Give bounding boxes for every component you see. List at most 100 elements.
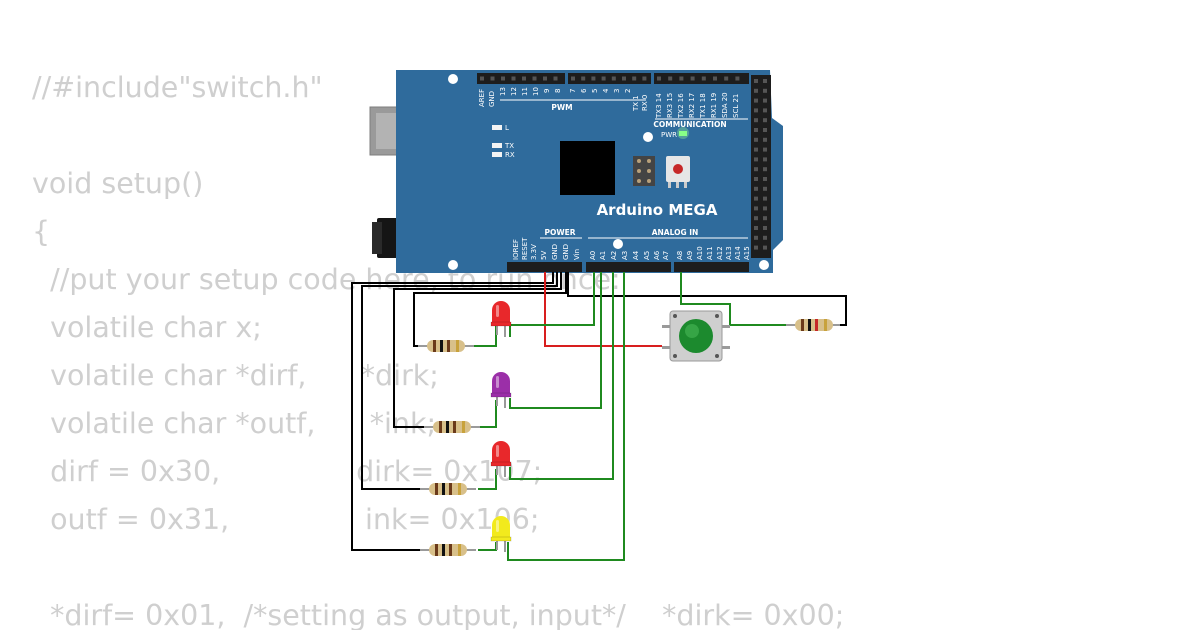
reset-button-cap[interactable] <box>673 164 683 174</box>
header-pin <box>501 76 505 81</box>
ground-wire[interactable] <box>393 272 562 428</box>
header-pin <box>543 76 547 81</box>
pin-label: A0 <box>589 251 597 260</box>
analog-in-label: ANALOG IN <box>652 228 699 237</box>
led-body <box>492 441 510 465</box>
resistor-band <box>447 340 450 352</box>
header-pin <box>632 76 637 81</box>
pwm-label: PWM <box>551 103 572 112</box>
header-pin <box>754 235 758 240</box>
push-button[interactable] <box>662 310 730 362</box>
header-pin <box>763 177 767 181</box>
rx-led <box>492 152 502 157</box>
tx-led-label: TX <box>504 142 514 150</box>
header-pin <box>754 118 758 123</box>
led-rim <box>490 392 512 398</box>
icsp-pin <box>647 169 651 173</box>
button-leg <box>720 325 730 328</box>
l-led-label: L <box>505 124 509 132</box>
resistor-5[interactable] <box>786 319 840 331</box>
pin-label: RX 0 <box>641 95 649 111</box>
header-pin <box>763 196 767 201</box>
header-pins <box>480 76 767 269</box>
pwr-led <box>679 131 687 136</box>
led-resistor-wire[interactable] <box>478 542 497 551</box>
led-resistor-wire[interactable] <box>465 325 497 347</box>
code-line: volatile char x; <box>32 311 262 344</box>
resistor-band <box>458 544 461 556</box>
resistor-body <box>427 340 465 352</box>
resistor-band <box>462 421 465 433</box>
power-wire[interactable] <box>544 272 662 347</box>
ground-wire-button[interactable] <box>567 272 847 326</box>
resistor-2[interactable] <box>424 421 480 433</box>
header-pin <box>763 186 767 191</box>
header-pin <box>754 177 758 181</box>
led-resistor-wire[interactable] <box>478 400 497 428</box>
board-title: Arduino MEGA <box>597 201 718 219</box>
resistor-band <box>440 340 443 352</box>
header-pin <box>480 76 484 81</box>
pin-label: A9 <box>686 251 694 260</box>
reset-leg <box>676 182 679 188</box>
ground-wire[interactable] <box>351 272 554 551</box>
resistor-body <box>429 544 467 556</box>
pin-label: TX 1 <box>632 95 640 112</box>
pin-label: 10 <box>532 87 540 96</box>
resistor-1[interactable] <box>418 340 474 352</box>
pin-label: A2 <box>610 251 618 260</box>
button-signal-wire[interactable] <box>680 272 793 326</box>
led-3[interactable] <box>490 441 512 477</box>
code-background: //#include"switch.h" void setup() { //pu… <box>32 62 1200 630</box>
pin-label: 2 <box>624 89 632 93</box>
led-rim <box>490 461 512 467</box>
header-pin <box>611 76 616 81</box>
icsp-pin <box>637 169 641 173</box>
arduino-mega-board[interactable]: AREF GND 13 12 11 10 9 8 7 6 5 4 3 2 TX … <box>369 70 783 273</box>
header-digital-mid <box>568 73 651 84</box>
icsp-pin <box>637 179 641 183</box>
pwr-label: PWR <box>661 131 677 139</box>
pin-label: 3.3V <box>530 244 538 260</box>
pin-label: 4 <box>602 88 610 93</box>
header-pin <box>754 206 758 211</box>
led-body <box>492 372 510 396</box>
resistor-3[interactable] <box>420 483 476 495</box>
signal-wire[interactable] <box>507 272 625 561</box>
pin-label: IOREF <box>512 239 520 260</box>
pin-labels-communication: TX3 14 RX3 15 TX2 16 RX2 17 TX1 18 RX1 1… <box>655 92 740 119</box>
signal-wire[interactable] <box>509 272 595 337</box>
header-pin <box>713 76 717 81</box>
led-rim <box>490 321 512 327</box>
header-pin <box>490 76 495 81</box>
header-analog-high <box>674 262 749 272</box>
resistor-body <box>795 319 833 331</box>
header-pin <box>754 79 758 83</box>
reset-leg <box>668 182 671 188</box>
led-resistor-wire[interactable] <box>478 469 497 490</box>
led-2[interactable] <box>490 372 512 408</box>
button-leg <box>662 346 672 349</box>
signal-wire[interactable] <box>509 272 602 409</box>
pin-label: 7 <box>569 89 577 93</box>
resistor-band <box>456 340 459 352</box>
icsp-header <box>633 156 655 186</box>
led-1[interactable] <box>490 301 512 337</box>
header-power <box>507 262 582 272</box>
led-highlight <box>496 376 499 388</box>
header-pin <box>763 108 767 113</box>
pin-label: 5 <box>591 89 599 93</box>
code-line: volatile char *dirf, *dirk; <box>32 359 439 392</box>
resistor-4[interactable] <box>420 544 476 556</box>
header-pin <box>553 76 558 81</box>
pin-label: SCL 21 <box>732 94 740 118</box>
pin-label: A3 <box>621 251 629 260</box>
signal-wire[interactable] <box>509 272 614 480</box>
pin-label: TX2 16 <box>677 93 685 119</box>
wires <box>351 272 847 561</box>
header-pin <box>581 76 586 81</box>
led-4[interactable] <box>490 516 512 552</box>
header-pin <box>622 76 626 81</box>
header-pin <box>763 235 767 240</box>
ground-wire[interactable] <box>361 272 558 490</box>
